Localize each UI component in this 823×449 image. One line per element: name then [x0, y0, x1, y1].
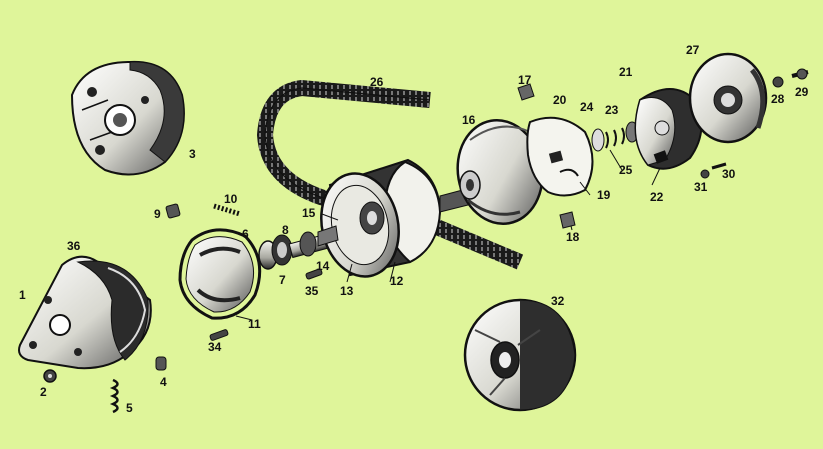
part-label: 4 — [160, 375, 167, 389]
part-label: 7 — [279, 273, 286, 287]
part-label: 9 — [154, 207, 161, 221]
part-label: 2 — [40, 385, 47, 399]
variator-cover — [688, 52, 768, 144]
cover-bolts — [700, 68, 809, 179]
drive-belt — [256, 79, 524, 270]
part-label: 19 — [597, 188, 611, 202]
part-label: 10 — [224, 192, 238, 206]
part-label: 26 — [370, 75, 384, 89]
part-label: 23 — [605, 103, 619, 117]
part-label: 8 — [282, 223, 289, 237]
part-label: 14 — [316, 259, 330, 273]
part-label: 30 — [722, 167, 736, 181]
part-label: 16 — [462, 113, 476, 127]
part-label: 12 — [390, 274, 404, 288]
part-label: 22 — [650, 190, 664, 204]
driven-pulley-32 — [463, 298, 577, 412]
part-label: 29 — [795, 85, 809, 99]
part-label: 1 — [19, 288, 26, 302]
part-label: 28 — [771, 92, 785, 106]
part-label: 13 — [340, 284, 354, 298]
part-label: 36 — [67, 239, 81, 253]
part-label: 11 — [248, 317, 261, 331]
ramp-plate — [526, 116, 594, 197]
part-label: 27 — [686, 43, 700, 57]
caps — [517, 83, 576, 229]
brake-shoe-assembly — [178, 228, 262, 320]
part-label: 17 — [518, 73, 532, 87]
part-label: 24 — [580, 100, 594, 114]
variator-half — [634, 88, 703, 170]
part-label: 20 — [553, 93, 567, 107]
leader-lines — [235, 149, 661, 321]
part-label: 25 — [619, 163, 633, 177]
part-label: 32 — [551, 294, 565, 308]
part-label: 15 — [302, 206, 316, 220]
part-label: 5 — [126, 401, 133, 415]
part-label: 3 — [189, 147, 196, 161]
part-label: 35 — [305, 284, 319, 298]
part-label: 31 — [694, 180, 708, 194]
part-label: 21 — [619, 65, 633, 79]
clutch-drum — [317, 158, 473, 278]
variator-pulley — [456, 119, 547, 225]
part-label: 6 — [242, 227, 249, 241]
part-label: 34 — [208, 340, 222, 354]
brake-backing-plate — [18, 255, 152, 370]
small-fasteners — [43, 203, 323, 414]
part-label: 18 — [566, 230, 580, 244]
crankcase-cover — [70, 60, 185, 176]
